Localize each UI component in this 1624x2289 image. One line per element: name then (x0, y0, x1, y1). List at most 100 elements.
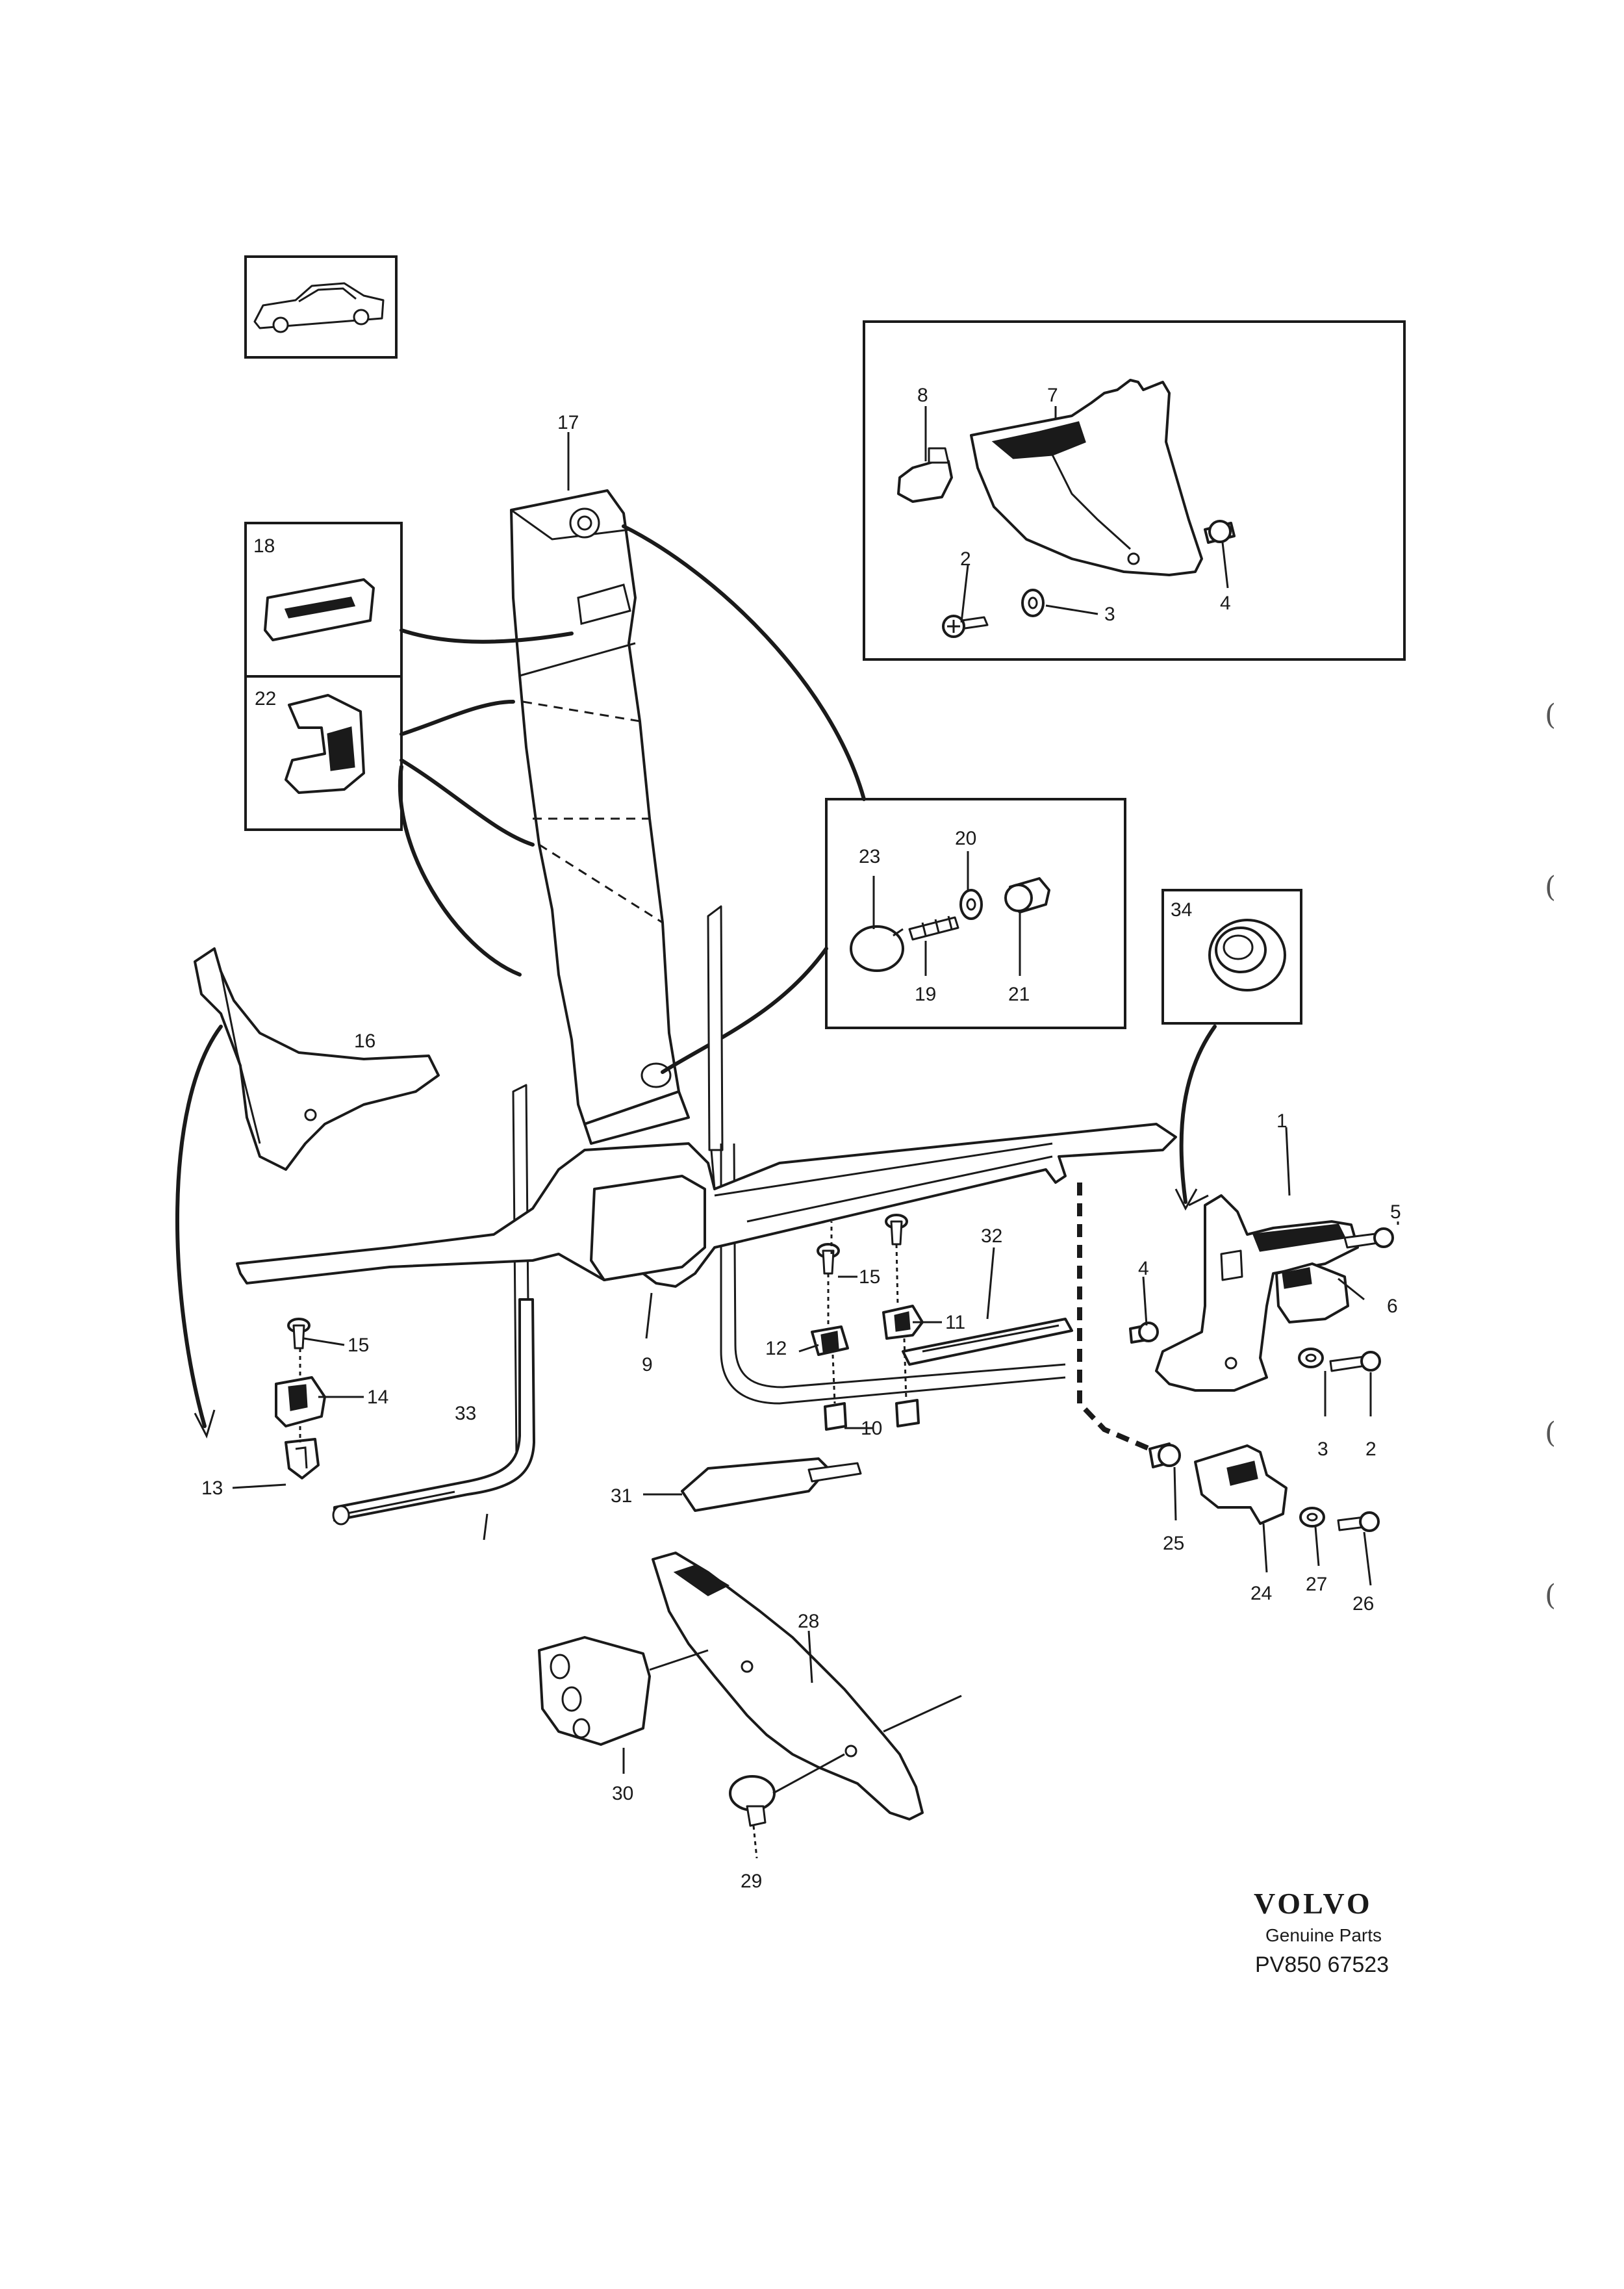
callout-17: 17 (557, 412, 579, 433)
nut-13 (285, 1438, 320, 1479)
callout-2-main: 2 (1365, 1439, 1377, 1460)
leader-inset-bottom (661, 947, 828, 1074)
arrow-34-to-1 (1179, 1025, 1217, 1204)
screw-15-mid-a (817, 1243, 840, 1275)
seal-32 (902, 1318, 1073, 1366)
callout-23: 23 (859, 846, 880, 867)
clip-25 (1148, 1442, 1181, 1468)
callout-8: 8 (917, 385, 928, 406)
leader-inset-top (622, 524, 866, 801)
sill-trim-9 (236, 1123, 1177, 1288)
scuff-plate-28 (652, 1552, 962, 1821)
inset-18 (244, 522, 403, 678)
bracket-6 (1275, 1262, 1349, 1324)
arrowhead-1 (1174, 1188, 1198, 1211)
callout-22: 22 (255, 688, 276, 710)
callout-labels: 1 2 2 3 3 4 4 5 6 7 8 9 10 11 12 13 14 1… (201, 385, 1401, 1892)
callout-15-mid: 15 (859, 1266, 880, 1288)
leader-22b (400, 758, 535, 847)
screw-19 (908, 915, 959, 941)
callout-11: 11 (945, 1312, 965, 1333)
margin-mark-3: ( (1545, 1416, 1556, 1450)
clip-4-inset (1204, 520, 1236, 544)
holder-30 (538, 1636, 709, 1746)
margin-marks: ( ( ( ( (1545, 698, 1556, 1612)
grommet-34 (1208, 919, 1286, 991)
callout-19: 19 (915, 984, 936, 1005)
washer-3-main (1298, 1348, 1324, 1368)
callout-20: 20 (955, 828, 976, 849)
washer-20 (959, 889, 983, 920)
callout-6: 6 (1387, 1296, 1398, 1317)
leaders (232, 432, 1399, 1774)
inset-fastener (825, 798, 1126, 1029)
seal-33 (332, 1298, 535, 1526)
callout-12: 12 (765, 1338, 787, 1359)
margin-mark-4: ( (1545, 1579, 1556, 1612)
clip-29 (729, 1753, 845, 1859)
leader-22c (398, 765, 522, 977)
callout-27: 27 (1306, 1574, 1327, 1595)
cap-23 (850, 925, 904, 972)
leader-18 (400, 628, 574, 644)
arrowhead-13 (194, 1409, 216, 1439)
screw-2-main (1329, 1351, 1381, 1372)
leader-22a (400, 700, 515, 736)
screw-15-left (287, 1318, 311, 1349)
dashed-link (1077, 1183, 1151, 1451)
callout-16: 16 (354, 1030, 375, 1052)
kick-panel-1 (1155, 1194, 1359, 1392)
brand-block: VOLVO Genuine Parts PV850 67523 (1254, 1887, 1389, 1977)
callout-21: 21 (1008, 984, 1030, 1005)
margin-mark-2: ( (1545, 871, 1556, 904)
car-icon (253, 282, 385, 333)
nut-10b (895, 1399, 920, 1427)
callout-13: 13 (201, 1477, 223, 1499)
callout-10: 10 (861, 1418, 882, 1439)
callout-3-inset: 3 (1104, 604, 1115, 625)
clip-8 (897, 447, 953, 503)
pad-31 (681, 1457, 862, 1512)
inset-kick-panel (863, 320, 1406, 661)
washer-27 (1299, 1507, 1325, 1528)
clip-4-main (1129, 1322, 1159, 1344)
washer-3-inset (1021, 589, 1045, 617)
clip-11 (882, 1305, 924, 1340)
callout-31: 31 (611, 1485, 632, 1507)
callout-4-main: 4 (1138, 1258, 1149, 1279)
callout-34: 34 (1171, 899, 1192, 921)
clip-14 (275, 1376, 326, 1427)
screw-5 (1343, 1227, 1394, 1249)
callout-3-main: 3 (1317, 1439, 1328, 1460)
clip-12 (811, 1325, 849, 1356)
callout-26: 26 (1352, 1593, 1374, 1615)
screw-15-mid-b (885, 1214, 908, 1246)
inset-22 (244, 675, 403, 831)
pillar-trim-17 (510, 489, 690, 1145)
clip-22 (285, 694, 365, 794)
callout-29: 29 (741, 1871, 762, 1892)
screw-26 (1337, 1511, 1380, 1532)
brand-code: PV850 67523 (1255, 1952, 1389, 1977)
callout-18: 18 (253, 535, 275, 557)
vehicle-thumbnail (244, 255, 398, 359)
callout-4-inset: 4 (1220, 593, 1231, 614)
margin-mark-1: ( (1545, 698, 1556, 732)
callout-2-inset: 2 (960, 548, 971, 570)
callout-30: 30 (612, 1783, 633, 1804)
pillar-trim-16 (194, 947, 440, 1171)
callout-25: 25 (1163, 1533, 1184, 1554)
callout-24: 24 (1250, 1583, 1272, 1604)
brand-logo: VOLVO (1254, 1887, 1373, 1920)
inset-34 (1161, 889, 1302, 1025)
callout-14: 14 (367, 1387, 388, 1408)
callout-15-left: 15 (348, 1335, 369, 1356)
callout-33: 33 (455, 1403, 476, 1424)
clip-21 (1004, 877, 1050, 914)
callout-28: 28 (798, 1611, 819, 1632)
bracket-24 (1194, 1444, 1288, 1525)
screw-2-inset (942, 615, 989, 638)
clip-18 (264, 578, 375, 641)
arrow-16-to-13 (175, 1025, 223, 1428)
